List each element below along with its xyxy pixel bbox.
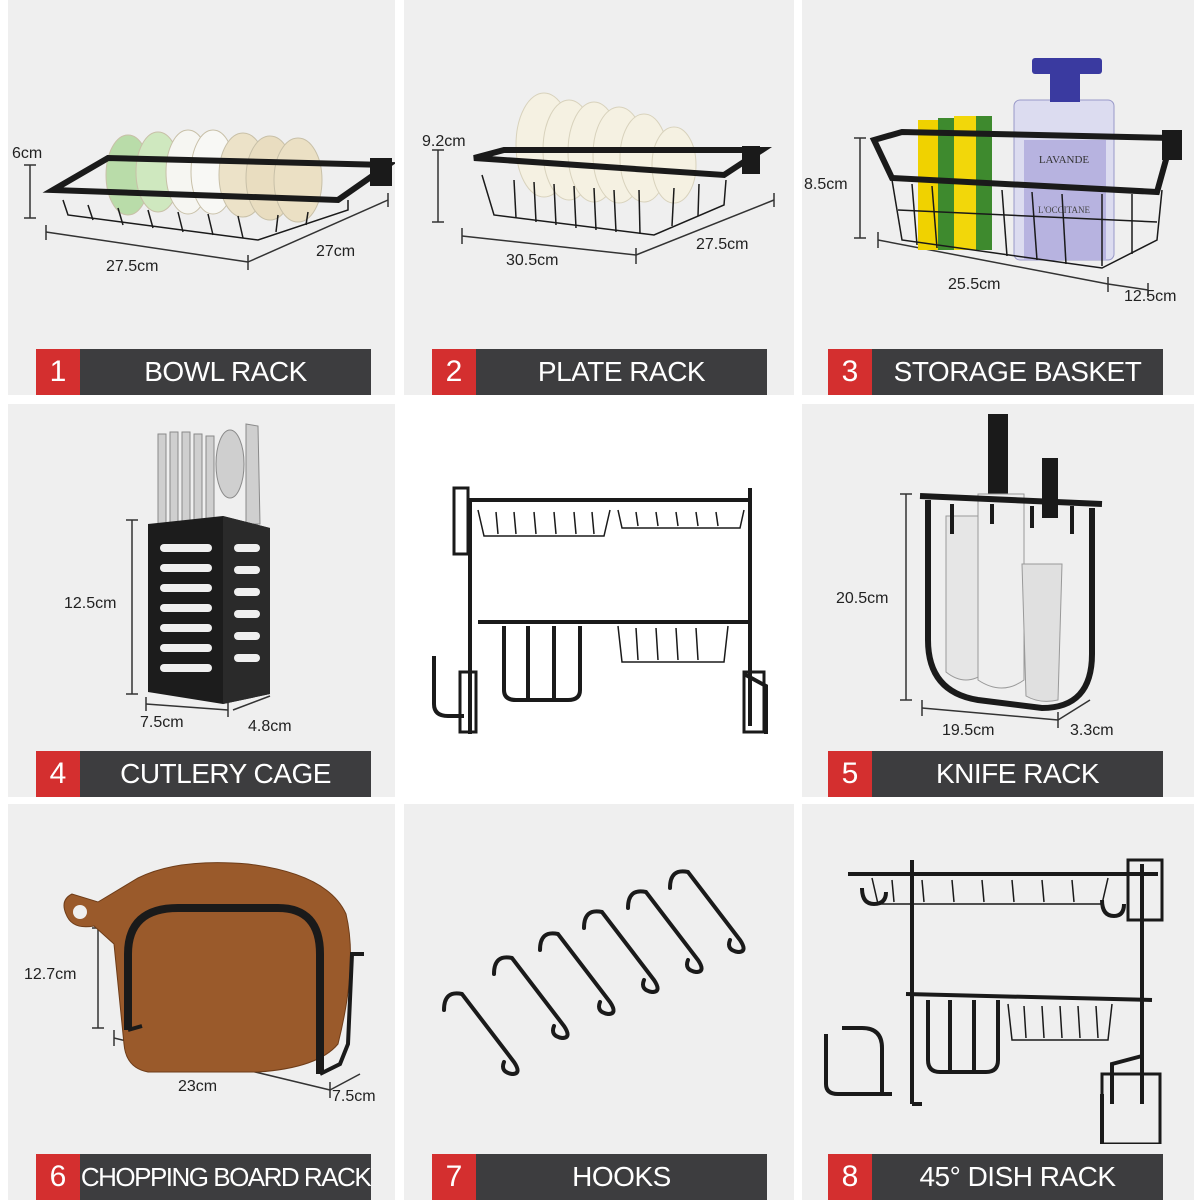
width-dimension: 23cm: [178, 1078, 218, 1095]
panel-label: 2 PLATE RACK: [432, 349, 767, 395]
panel-label: 6 CHOPPING BOARD RACK: [36, 1154, 372, 1200]
panel-title: STORAGE BASKET: [872, 349, 1163, 395]
panel-number-badge: 4: [36, 751, 80, 797]
panel-title: BOWL RACK: [80, 349, 371, 395]
knife-rack-illustration: [900, 414, 1103, 728]
panel-label: 4 CUTLERY CAGE: [36, 751, 371, 797]
panel-title: CUTLERY CAGE: [80, 751, 371, 797]
panel-title: CHOPPING BOARD RACK: [80, 1154, 372, 1200]
panel-label: 3 STORAGE BASKET: [828, 349, 1163, 395]
panel-title: 45° DISH RACK: [872, 1154, 1163, 1200]
panel-chopping-board-rack: 12.7cm 23cm 7.5cm 6 CHOPPING BOARD RACK: [8, 804, 395, 1200]
bowl-rack-illustration: [24, 129, 395, 270]
panel-title: HOOKS: [476, 1154, 767, 1200]
assembled-rack-illustration: [432, 486, 768, 734]
panel-number-badge: 7: [432, 1154, 476, 1200]
panel-storage-basket: LAVANDE L'OCCITANE 8.5cm 25.5cm 12.5cm 3…: [802, 0, 1194, 395]
storage-basket-illustration: LAVANDE L'OCCITANE: [854, 58, 1182, 297]
panel-label: 1 BOWL RACK: [36, 349, 371, 395]
width-dimension: 27cm: [316, 243, 356, 260]
height-dimension: 12.7cm: [24, 966, 77, 983]
panel-knife-rack: 20.5cm 19.5cm 3.3cm 5 KNIFE RACK: [802, 404, 1194, 797]
panel-number-badge: 2: [432, 349, 476, 395]
panel-title: KNIFE RACK: [872, 751, 1163, 797]
panel-hooks: 7 HOOKS: [404, 804, 794, 1200]
panel-title: PLATE RACK: [476, 349, 767, 395]
length-dimension: 25.5cm: [948, 276, 1001, 293]
length-dimension: 30.5cm: [506, 252, 559, 269]
bottle-label-text: LAVANDE: [1039, 154, 1090, 166]
hooks-illustration: [442, 869, 746, 1077]
panel-number-badge: 3: [828, 349, 872, 395]
height-dimension: 8.5cm: [804, 176, 848, 193]
bottle-brand-text: L'OCCITANE: [1038, 205, 1090, 215]
panel-assembled-rack: [404, 404, 794, 797]
panel-bowl-rack: 6cm 27.5cm 27cm 1 BOWL RACK: [8, 0, 395, 395]
panel-label: 8 45° DISH RACK: [828, 1154, 1163, 1200]
panel-label: 5 KNIFE RACK: [828, 751, 1163, 797]
panel-cutlery-cage: 12.5cm 7.5cm 4.8cm 4 CUTLERY CAGE: [8, 404, 395, 797]
length-dimension: 27.5cm: [106, 258, 159, 275]
width-dimension: 19.5cm: [942, 722, 995, 739]
plate-rack-illustration: [432, 92, 775, 264]
chopping-board-rack-illustration: [63, 862, 364, 1098]
width-dimension: 12.5cm: [1124, 288, 1177, 305]
depth-dimension: 7.5cm: [332, 1088, 376, 1105]
width-dimension: 27.5cm: [696, 236, 749, 253]
height-dimension: 20.5cm: [836, 590, 889, 607]
panel-number-badge: 8: [828, 1154, 872, 1200]
height-dimension: 12.5cm: [64, 595, 117, 612]
panel-label: 7 HOOKS: [432, 1154, 767, 1200]
depth-dimension: 4.8cm: [248, 718, 292, 735]
width-dimension: 7.5cm: [140, 714, 184, 731]
dish-rack-illustration: [824, 858, 1164, 1144]
panel-number-badge: 1: [36, 349, 80, 395]
panel-dish-rack: 8 45° DISH RACK: [802, 804, 1194, 1200]
height-dimension: 6cm: [12, 145, 43, 162]
height-dimension: 9.2cm: [422, 133, 466, 150]
panel-plate-rack: 9.2cm 30.5cm 27.5cm 2 PLATE RACK: [404, 0, 794, 395]
panel-number-badge: 5: [828, 751, 872, 797]
cutlery-cage-illustration: [126, 423, 271, 717]
panel-number-badge: 6: [36, 1154, 80, 1200]
depth-dimension: 3.3cm: [1070, 722, 1114, 739]
